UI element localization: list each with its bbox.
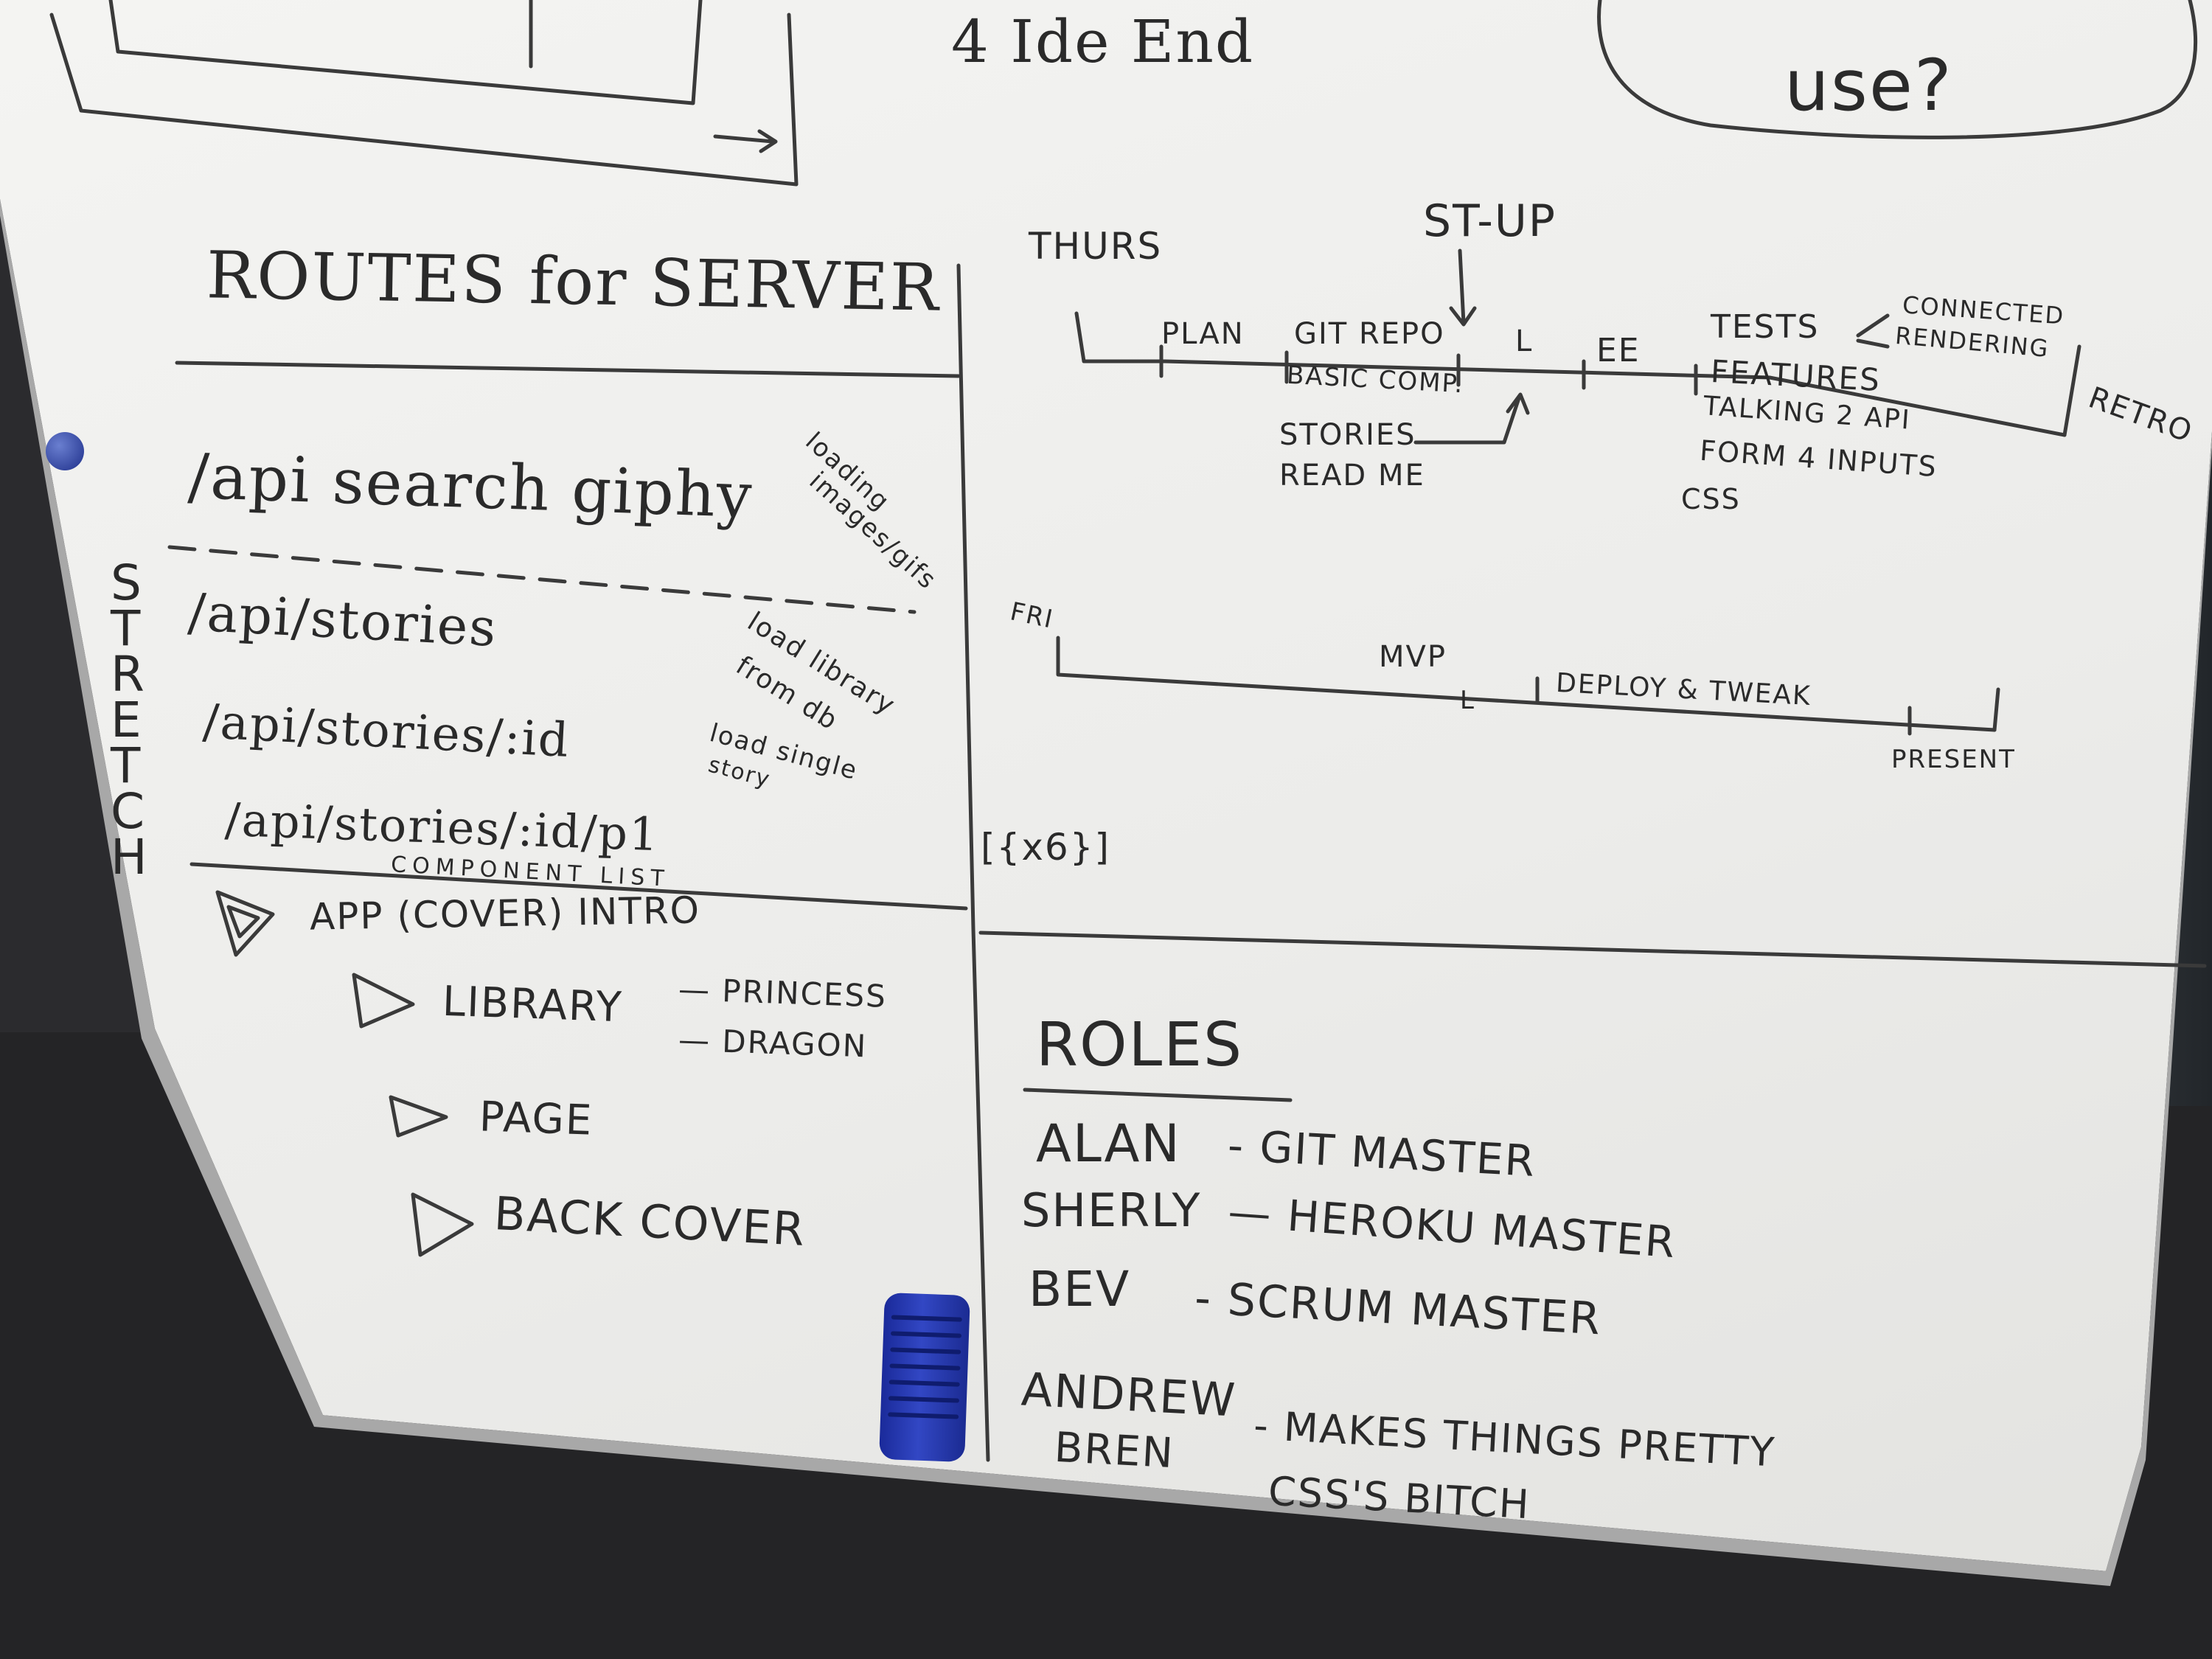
top-partial-text: 4 Ide End [951,7,1255,76]
role-name-bren: BREN [1053,1423,1176,1478]
back-cover-triangle-icon [411,1192,474,1257]
readme-label: READ ME [1279,459,1425,493]
retro-bracket [2062,344,2081,437]
arrow-icon [713,129,778,153]
present-label: PRESENT [1891,745,2016,774]
css-label: CSS [1681,483,1741,515]
magnet-icon [46,432,84,470]
thurs-timeline [1074,311,2067,437]
component-princess: — PRINCESS [678,971,888,1015]
mvp-label: MVP [1379,640,1447,674]
whiteboard-eraser[interactable] [879,1293,970,1462]
git-repo-label: GIT REPO [1294,317,1445,351]
component-library: LIBRARY [441,977,624,1032]
routes-title: ROUTES for SERVER [206,237,941,326]
fri-l-label: L [1460,686,1475,715]
plan-label: PLAN [1161,317,1245,351]
thurs-label: THURS [1029,225,1163,268]
page-triangle-icon [389,1095,448,1138]
components-divider [189,862,968,911]
role-name-bev: BEV [1029,1261,1131,1318]
dashed-divider [167,545,917,614]
tests-branch [1856,313,1890,349]
ee-label: EE [1596,332,1641,369]
component-app: APP (COVER) INTRO [309,888,701,939]
app-triangle-icon [215,890,275,957]
standup-label: ST-UP [1423,195,1557,247]
top-box-sketch [49,13,799,187]
top-partial-question: use? [1784,44,1953,127]
role-name-andrew: ANDREW [1020,1362,1238,1427]
role-name-sherly: SHERLY [1021,1183,1202,1237]
roles-title: ROLES [1036,1010,1244,1080]
standup-arrow [1449,248,1477,327]
top-inner-box [108,0,703,105]
stories-label: STORIES [1279,418,1416,452]
stretch-label: S T R E T C H [111,554,149,886]
roles-underline [1023,1088,1293,1102]
cloud-sketch [1597,0,2198,139]
library-triangle-icon [352,973,415,1029]
fri-timeline [1056,636,1997,732]
right-divider [978,931,2207,968]
tests-label: TESTS [1711,308,1820,346]
vertical-divider [956,263,990,1462]
l-label: L [1515,324,1534,358]
role-name-alan: ALAN [1036,1113,1181,1174]
bracket-note: [{x6}] [981,826,1111,869]
component-dragon: — DRAGON [678,1021,868,1065]
routes-divider [175,361,961,378]
component-page: PAGE [478,1093,594,1145]
stories-arrow [1413,392,1530,445]
